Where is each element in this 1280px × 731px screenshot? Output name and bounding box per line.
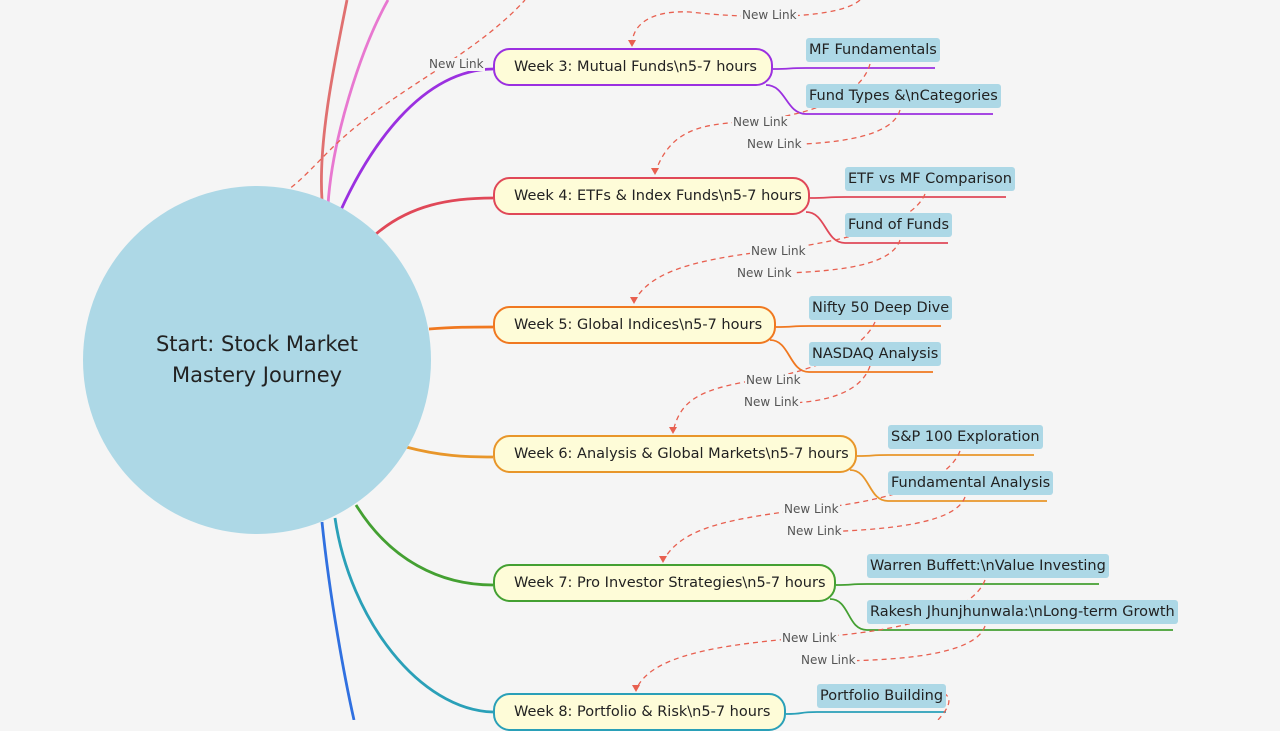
link-label[interactable]: New Link — [746, 137, 803, 151]
subedge-nifty-50 — [775, 325, 941, 328]
link-label[interactable]: New Link — [428, 57, 485, 71]
subedge-nasdaq — [769, 339, 933, 373]
link-label[interactable]: New Link — [750, 244, 807, 258]
subedge-fund-of-funds — [805, 211, 948, 244]
week-6-label: Week 6: Analysis & Global Markets\n5-7 h… — [514, 446, 849, 462]
dashed-link-week7-b — [819, 496, 966, 533]
subedge-fundamental-analysis — [849, 469, 1047, 502]
subtopic-fundamental-analysis[interactable]: Fundamental Analysis — [888, 471, 1054, 495]
branch-edge-week-6 — [405, 445, 494, 459]
week-3-label: Week 3: Mutual Funds\n5-7 hours — [514, 59, 757, 75]
week-5-node[interactable]: Week 5: Global Indices\n5-7 hours — [493, 306, 776, 344]
subtopic-mf-fundamentals[interactable]: MF Fundamentals — [806, 38, 940, 62]
subedge-etf-vs-mf — [809, 196, 1006, 199]
arrowhead-icon — [659, 556, 667, 563]
link-label[interactable]: New Link — [745, 373, 802, 387]
week-4-node[interactable]: Week 4: ETFs & Index Funds\n5-7 hours — [493, 177, 810, 215]
branch-edge-week-5 — [428, 325, 494, 331]
arrowhead-icon — [630, 297, 638, 304]
week-4-label: Week 4: ETFs & Index Funds\n5-7 hours — [514, 188, 802, 204]
link-label[interactable]: New Link — [786, 524, 843, 538]
subtopic-nifty-50[interactable]: Nifty 50 Deep Dive — [809, 296, 953, 320]
week-7-node[interactable]: Week 7: Pro Investor Strategies\n5-7 hou… — [493, 564, 836, 602]
arrowhead-icon — [651, 168, 659, 175]
branch-edge-week-3 — [338, 67, 494, 213]
root-label: Start: Stock Market Mastery Journey — [155, 332, 359, 387]
subtopic-sp100[interactable]: S&P 100 Exploration — [888, 425, 1043, 449]
subtopic-warren-buffett[interactable]: Warren Buffett:\nValue Investing — [867, 554, 1109, 578]
link-label[interactable]: New Link — [736, 266, 793, 280]
week-8-label: Week 8: Portfolio & Risk\n5-7 hours — [514, 704, 771, 720]
week-3-node[interactable]: Week 3: Mutual Funds\n5-7 hours — [493, 48, 773, 86]
dashed-link-root — [257, 0, 526, 198]
branch-edge-week-8 — [333, 517, 494, 714]
branch-edge-week-2 — [326, 0, 390, 206]
dashed-link-week6-b — [789, 365, 871, 404]
link-label[interactable]: New Link — [732, 115, 789, 129]
subtopic-rakesh-jhunjhunwala[interactable]: Rakesh Jhunjhunwala:\nLong-term Growth — [867, 600, 1178, 624]
subtopic-fund-of-funds[interactable]: Fund of Funds — [845, 213, 953, 237]
subtopic-fund-types[interactable]: Fund Types &\nCategories — [806, 84, 1001, 108]
link-label[interactable]: New Link — [743, 395, 800, 409]
subtopic-etf-vs-mf[interactable]: ETF vs MF Comparison — [845, 167, 1015, 191]
week-7-label: Week 7: Pro Investor Strategies\n5-7 hou… — [514, 575, 826, 591]
link-label[interactable]: New Link — [800, 653, 857, 667]
arrowhead-icon — [669, 427, 677, 434]
dashed-link-week4-a — [654, 63, 871, 174]
subedge-warren-buffett — [835, 583, 1099, 586]
branch-edge-week-7 — [354, 504, 494, 587]
branch-edge-week-9 — [320, 521, 356, 720]
subedge-portfolio-building — [785, 711, 946, 715]
arrowhead-icon — [632, 685, 640, 692]
subedge-sp100 — [856, 454, 1034, 457]
branch-edge-week-1 — [320, 0, 349, 201]
subedge-mf-fundamentals — [772, 67, 935, 70]
dashed-link-week9 — [937, 692, 950, 720]
link-label[interactable]: New Link — [781, 631, 838, 645]
week-8-node[interactable]: Week 8: Portfolio & Risk\n5-7 hours — [493, 693, 786, 731]
dashed-link-week4-b — [749, 109, 901, 146]
subedge-fund-types — [765, 84, 993, 115]
week-5-label: Week 5: Global Indices\n5-7 hours — [514, 317, 763, 333]
link-label[interactable]: New Link — [783, 502, 840, 516]
dashed-link-week3 — [631, 0, 861, 46]
week-6-node[interactable]: Week 6: Analysis & Global Markets\n5-7 h… — [493, 435, 857, 473]
link-label[interactable]: New Link — [741, 8, 798, 22]
subtopic-portfolio-building[interactable]: Portfolio Building — [817, 684, 947, 708]
arrowhead-icon — [628, 40, 636, 47]
subtopic-nasdaq[interactable]: NASDAQ Analysis — [809, 342, 942, 366]
dashed-link-week8-b — [839, 625, 986, 662]
subedge-rakesh — [829, 598, 1173, 631]
root-node[interactable]: Start: Stock Market Mastery Journey — [83, 186, 431, 534]
branch-edge-week-4 — [375, 196, 494, 236]
